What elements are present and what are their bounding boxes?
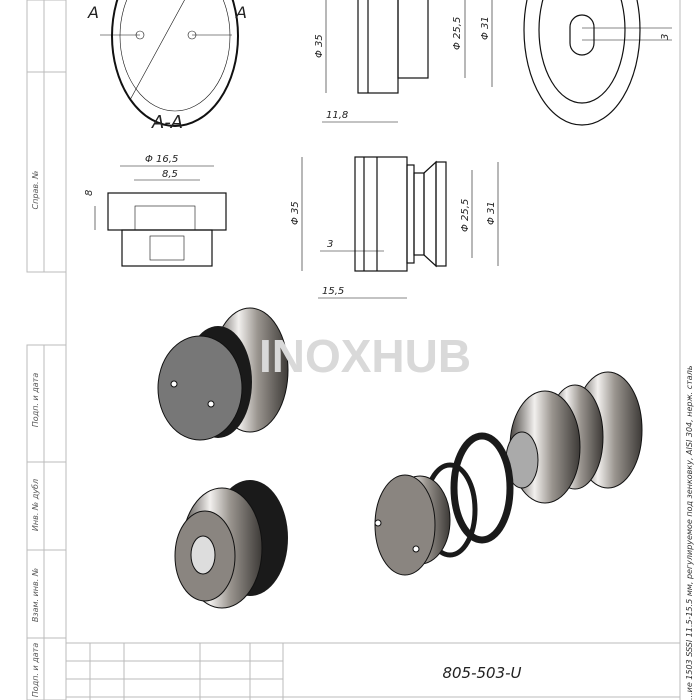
dim-d25-5-bottom: Φ 25,5 [460, 199, 471, 232]
dim-d31-top: Φ 31 [480, 16, 491, 40]
dim-8: 8 [84, 190, 95, 196]
side-view-top: Φ 35 Φ 25,5 Φ 31 11,8 [314, 0, 493, 123]
stamp-inv-dubl: Инв. № дубл [31, 479, 40, 531]
watermark: INOXHUB [259, 330, 471, 382]
dim-d31-bottom: Φ 31 [486, 201, 497, 225]
stamp-vzam-inv: Взам. инв. № [31, 568, 40, 622]
side-caption: ...ие 1503 SSSI 11.5-15.5 мм, регулируем… [685, 365, 694, 700]
dim-d16-5: Φ 16,5 [145, 154, 178, 165]
rear-view: 3 [523, 0, 672, 126]
dim-d35-bottom: Φ 35 [290, 201, 301, 225]
render-assembled-front [157, 307, 289, 441]
stamp-podp-2: Подп. и дата [31, 643, 40, 698]
section-marker-right: A [235, 3, 247, 22]
side-stamps: Справ. № Подп. и дата Инв. № дубл Взам. … [31, 171, 40, 698]
section-view: Φ 16,5 8,5 8 [84, 154, 227, 267]
dim-slot-3: 3 [660, 34, 671, 40]
section-marker-left: A [87, 3, 99, 22]
dim-d35-top: Φ 35 [314, 34, 325, 58]
stamp-podp-1: Подп. и дата [31, 373, 40, 428]
stamp-sprav: Справ. № [31, 171, 40, 210]
title-block: 805-503-U [66, 642, 680, 700]
render-assembled-rear [174, 480, 288, 609]
dim-8-5: 8,5 [162, 169, 178, 180]
dim-11-8: 11,8 [326, 110, 348, 121]
section-label: A-A [151, 112, 183, 133]
dim-d25-5-top: Φ 25,5 [452, 17, 463, 50]
drawing-designation: 805-503-U [442, 664, 521, 682]
render-exploded [374, 371, 643, 576]
sheet-frame [26, 0, 681, 700]
front-view: A A A-A [87, 0, 247, 133]
dim-15-5: 15,5 [322, 286, 344, 297]
side-view-bottom: Φ 35 Φ 25,5 Φ 31 3 15,5 [290, 156, 499, 299]
dim-gap-3: 3 [327, 239, 333, 250]
